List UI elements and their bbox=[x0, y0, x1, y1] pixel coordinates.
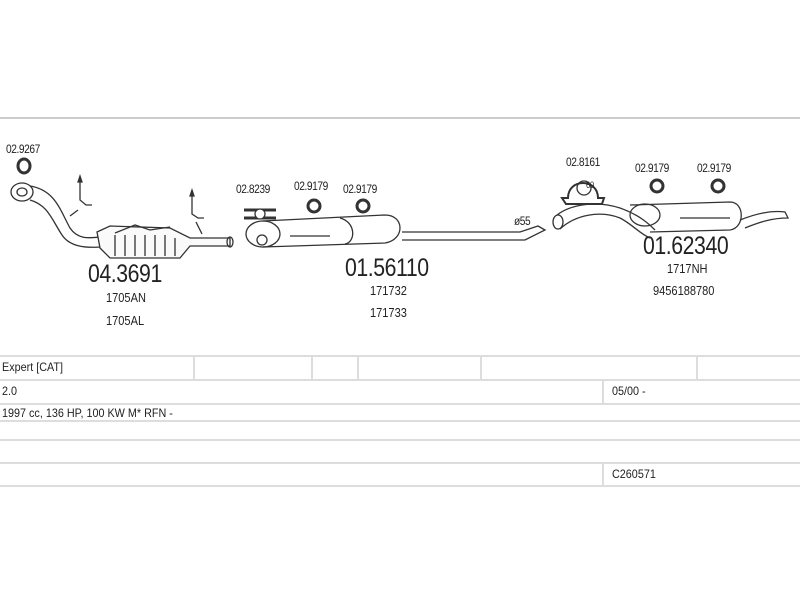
table-row bbox=[0, 439, 800, 462]
rear-silencer-drawing bbox=[552, 201, 790, 239]
accessory-number: 02.8239 bbox=[236, 182, 270, 196]
accessory-number: 02.9179 bbox=[294, 179, 328, 193]
table-row: 1997 cc, 136 HP, 100 KW M* RFN - bbox=[0, 403, 800, 420]
hanger-icon bbox=[560, 180, 606, 205]
accessory-number: 02.9179 bbox=[635, 161, 669, 175]
hanger-ring-label: 60 bbox=[586, 180, 594, 190]
rubber-mount-icon bbox=[306, 198, 322, 214]
part-ref: 171733 bbox=[370, 305, 407, 320]
cell-divider bbox=[357, 357, 359, 379]
part-ref: 1705AL bbox=[106, 313, 145, 328]
cell-divider bbox=[696, 357, 698, 379]
table-row: 2.0 05/00 - bbox=[0, 379, 800, 403]
cell-divider bbox=[602, 381, 604, 403]
model-cell: Expert [CAT] bbox=[2, 360, 64, 374]
accessory-number: 02.8161 bbox=[566, 155, 600, 169]
part-ref: 9456188780 bbox=[653, 283, 715, 298]
part-number[interactable]: 04.3691 bbox=[88, 260, 162, 288]
rubber-mount-icon bbox=[710, 178, 726, 194]
middle-silencer-drawing bbox=[245, 214, 547, 248]
table-row: C260571 bbox=[0, 462, 800, 487]
cell-divider bbox=[193, 357, 195, 379]
cell-divider bbox=[311, 357, 313, 379]
part-ref: 1705AN bbox=[106, 290, 146, 305]
accessory-number: 02.9267 bbox=[6, 142, 40, 156]
part-number[interactable]: 01.62340 bbox=[643, 232, 729, 260]
part-ref: 1717NH bbox=[667, 261, 708, 276]
clamp-icon bbox=[244, 208, 276, 220]
part-ref: 171732 bbox=[370, 283, 407, 298]
oxygen-sensor-icon bbox=[69, 173, 92, 217]
spec-cell: 1997 cc, 136 HP, 100 KW M* RFN - bbox=[2, 406, 173, 420]
table-row: Expert [CAT] bbox=[0, 355, 800, 379]
table-row bbox=[0, 420, 800, 439]
accessory-number: 02.9179 bbox=[697, 161, 731, 175]
divider-line bbox=[0, 117, 800, 119]
cell-divider bbox=[480, 357, 482, 379]
exhaust-diagram bbox=[10, 157, 790, 259]
cell-divider bbox=[602, 464, 604, 485]
front-pipe-catalyst-drawing bbox=[10, 182, 234, 259]
engine-cell: 2.0 bbox=[2, 384, 18, 398]
part-number[interactable]: 01.56110 bbox=[345, 254, 429, 282]
oxygen-sensor-icon bbox=[189, 187, 204, 235]
date-cell: 05/00 - bbox=[612, 384, 646, 398]
accessory-number: 02.9179 bbox=[343, 182, 377, 196]
code-cell: C260571 bbox=[612, 467, 656, 481]
gasket-icon bbox=[16, 157, 32, 175]
pipe-diameter-label: ø55 bbox=[514, 214, 531, 228]
rubber-mount-icon bbox=[355, 198, 371, 214]
rubber-mount-icon bbox=[649, 178, 665, 194]
